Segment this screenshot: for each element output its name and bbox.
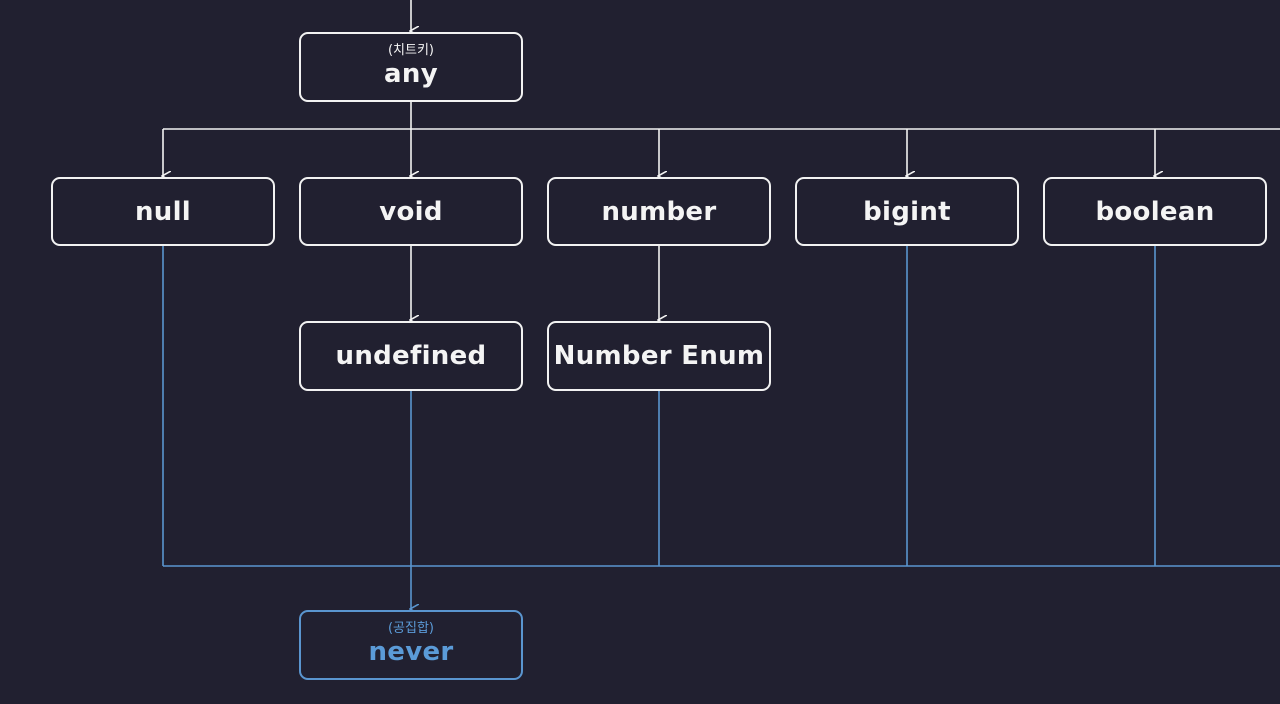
node-any-label: any [384, 59, 438, 89]
node-number-enum-label: Number Enum [553, 341, 765, 371]
node-null: null [51, 177, 275, 246]
node-boolean: boolean [1043, 177, 1267, 246]
node-number-label: number [601, 196, 717, 227]
node-bigint: bigint [795, 177, 1019, 246]
node-void: void [299, 177, 523, 246]
node-never-label: never [368, 637, 454, 667]
node-bigint-label: bigint [863, 196, 951, 227]
node-number-enum: Number Enum [547, 321, 771, 391]
node-never-note: (공집합) [387, 621, 435, 636]
node-any-note: (치트키) [387, 43, 435, 58]
node-undefined: undefined [299, 321, 523, 391]
node-boolean-label: boolean [1095, 196, 1215, 227]
node-never: (공집합) never [299, 610, 523, 680]
node-null-label: null [134, 196, 192, 227]
node-void-label: void [379, 196, 443, 227]
node-any: (치트키) any [299, 32, 523, 102]
node-number: number [547, 177, 771, 246]
node-undefined-label: undefined [335, 341, 487, 371]
